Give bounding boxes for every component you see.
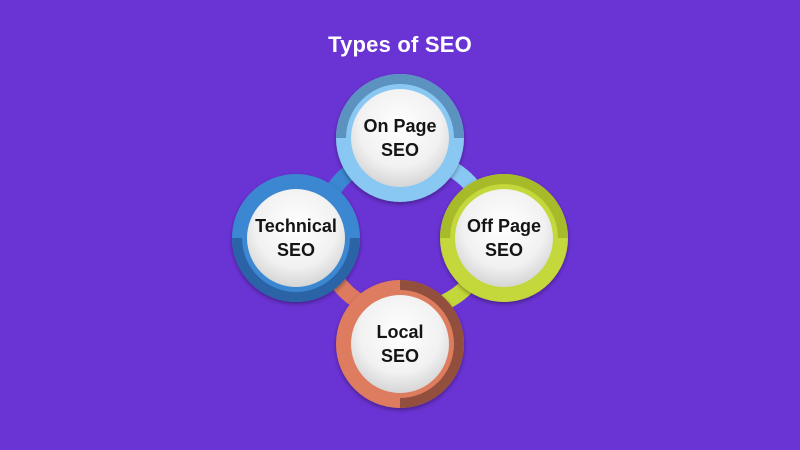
ring-off-page-top-shade <box>440 174 568 238</box>
node-label-local-line1: Local <box>376 322 424 342</box>
diagram-title: Types of SEO <box>328 32 472 57</box>
node-label-off-page: Off Page SEO <box>444 214 564 262</box>
node-label-local-line2: SEO <box>380 346 419 366</box>
node-label-technical-line2: SEO <box>276 240 315 260</box>
inner-off-page <box>455 189 553 287</box>
node-label-technical-line1: Technical <box>255 216 337 236</box>
ring-local-right-shade <box>400 280 464 408</box>
inner-local <box>351 295 449 393</box>
node-label-off-page-line1: Off Page <box>466 216 541 236</box>
ring-on-page-top-shade <box>336 74 464 138</box>
node-local <box>336 280 464 408</box>
inner-technical <box>247 189 345 287</box>
node-technical <box>232 174 360 302</box>
node-label-local: Local SEO <box>340 320 460 368</box>
node-label-on-page-line1: On Page <box>363 116 437 136</box>
node-label-on-page-line2: SEO <box>380 140 419 160</box>
node-label-technical: Technical SEO <box>236 214 356 262</box>
node-off-page <box>440 174 568 302</box>
ring-technical-bottom-shade <box>232 238 360 302</box>
node-label-off-page-line2: SEO <box>484 240 523 260</box>
node-label-on-page: On Page SEO <box>340 114 460 162</box>
node-on-page <box>336 74 464 202</box>
inner-on-page <box>351 89 449 187</box>
